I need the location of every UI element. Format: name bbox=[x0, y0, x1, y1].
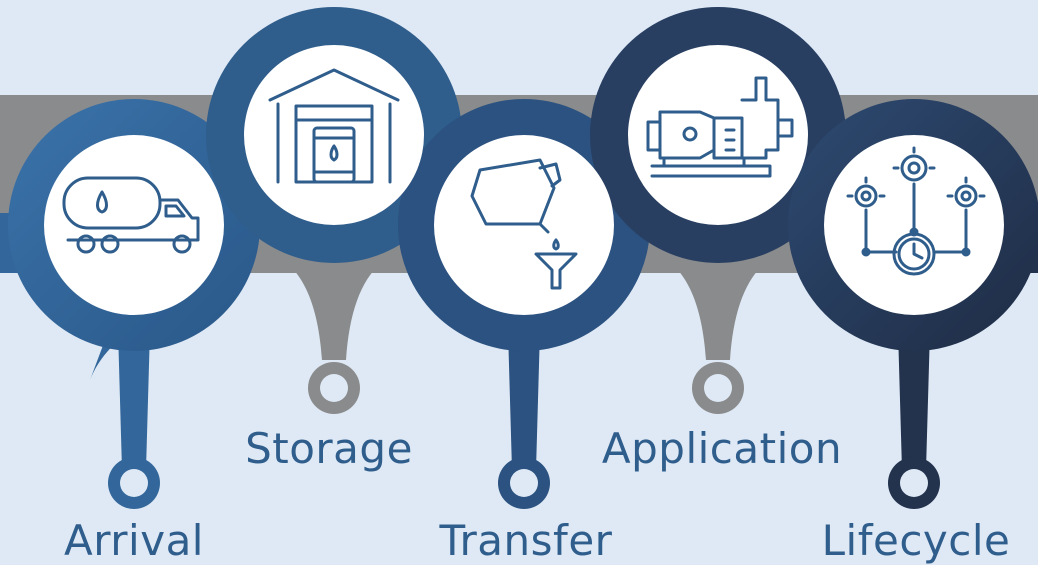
pouring-jug-funnel-icon bbox=[470, 158, 578, 290]
step-label-arrival: Arrival bbox=[64, 516, 204, 565]
step-label-transfer: Transfer bbox=[439, 516, 613, 565]
step-label-lifecycle: Lifecycle bbox=[821, 516, 1011, 565]
gears-clock-icon bbox=[846, 146, 986, 276]
warehouse-barrel-icon bbox=[268, 68, 400, 184]
icon-discs bbox=[44, 45, 1004, 315]
grey-pin-application bbox=[646, 250, 790, 414]
tanker-truck-icon bbox=[62, 176, 200, 254]
pump-machine-icon bbox=[646, 76, 794, 178]
step-label-storage: Storage bbox=[245, 424, 413, 473]
grey-pin-storage bbox=[262, 250, 406, 414]
step-label-application: Application bbox=[601, 424, 843, 473]
